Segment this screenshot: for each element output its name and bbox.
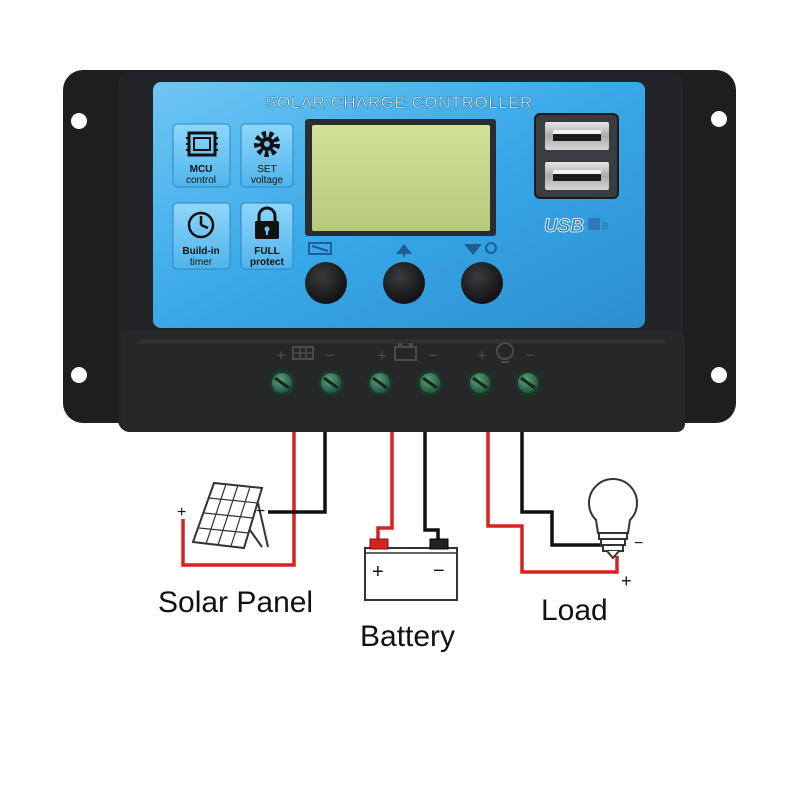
terminal-group-solar: + − [276, 346, 335, 365]
battery-icon [394, 343, 417, 361]
terminal-plus-sign: + [276, 346, 286, 365]
chip-icon [186, 131, 218, 157]
usb-suffix: B [602, 221, 609, 231]
wire-load-negative [520, 432, 606, 547]
bulb-small-icon [485, 242, 497, 254]
feature-label: MCU [190, 164, 213, 175]
terminal-screw-load-minus[interactable] [515, 370, 541, 396]
feature-tile-mcu: MCU control [172, 123, 231, 188]
wire-solar-positive [181, 432, 296, 567]
usb-label: USB [544, 216, 584, 237]
solar-panel-caption: Solar Panel [158, 586, 314, 619]
terminal-screw-battery-minus[interactable] [417, 370, 443, 396]
up-button[interactable] [383, 244, 425, 304]
feature-tile-set: SET voltage [240, 123, 294, 188]
gear-icon [254, 131, 280, 157]
terminal-group-battery: + − [377, 343, 438, 365]
wire-battery-negative [423, 432, 440, 540]
feature-tile-protect: FULL protect [240, 202, 294, 270]
clock-icon [187, 211, 215, 239]
feature-label: protect [250, 257, 285, 268]
feature-label: FULL [254, 246, 280, 257]
terminal-group-load: + − [477, 342, 536, 365]
mount-hole-top-left [71, 113, 87, 129]
mount-hole-top-right [711, 111, 727, 127]
feature-label: control [186, 175, 216, 186]
terminal-screw-load-plus[interactable] [467, 370, 493, 396]
load-minus-sign: − [634, 535, 643, 552]
load-plus-sign: + [621, 571, 632, 591]
usb-plug-icon [588, 218, 600, 230]
light-bulb-drawing [588, 478, 638, 560]
feature-label: timer [190, 257, 213, 268]
bulb-icon [496, 342, 514, 363]
terminal-minus-sign: − [428, 346, 438, 365]
menu-icon [308, 242, 332, 255]
mount-hole-bottom-left [71, 367, 87, 383]
solar-plus-sign: + [177, 504, 186, 521]
usb-port-top[interactable] [545, 122, 609, 150]
down-button[interactable] [461, 242, 503, 304]
battery-plus-sign: + [372, 561, 384, 583]
front-panel: SOLAR CHARGE CONTROLLER MCU control [153, 82, 645, 328]
solar-panel-drawing [191, 481, 269, 550]
usb-ports[interactable]: USB B [534, 113, 619, 237]
wire-solar-negative [268, 432, 327, 514]
terminal-cover [122, 331, 685, 432]
load-caption: Load [541, 594, 608, 627]
solar-panel-icon [292, 346, 314, 360]
solar-minus-sign: − [256, 503, 265, 520]
feature-label: Build-in [182, 246, 219, 257]
terminal-screw-battery-plus[interactable] [367, 370, 393, 396]
feature-label: voltage [251, 175, 284, 186]
wiring [181, 432, 619, 574]
terminal-minus-sign: − [325, 346, 335, 365]
terminal-strip: + − + − + − [122, 331, 685, 432]
battery-positive-terminal [369, 538, 389, 550]
battery-negative-terminal [429, 538, 449, 550]
feature-label: SET [257, 164, 276, 175]
wire-battery-positive [376, 432, 394, 540]
terminal-plus-sign: + [377, 346, 387, 365]
wire-load-positive [486, 432, 619, 574]
menu-button[interactable] [305, 242, 347, 304]
controller-title: SOLAR CHARGE CONTROLLER [265, 93, 533, 112]
terminal-plus-sign: + [477, 346, 487, 365]
lcd-screen [312, 125, 490, 231]
mount-hole-bottom-right [711, 367, 727, 383]
terminal-screw-solar-minus[interactable] [318, 370, 344, 396]
terminal-minus-sign: − [526, 346, 536, 365]
battery-drawing [364, 538, 458, 601]
usb-port-bottom[interactable] [545, 162, 609, 190]
battery-minus-sign: − [433, 560, 445, 582]
feature-tile-timer: Build-in timer [172, 202, 231, 270]
terminal-screw-solar-plus[interactable] [269, 370, 295, 396]
lock-icon [255, 206, 279, 239]
battery-caption: Battery [360, 620, 456, 653]
down-arrow-icon [464, 244, 482, 255]
